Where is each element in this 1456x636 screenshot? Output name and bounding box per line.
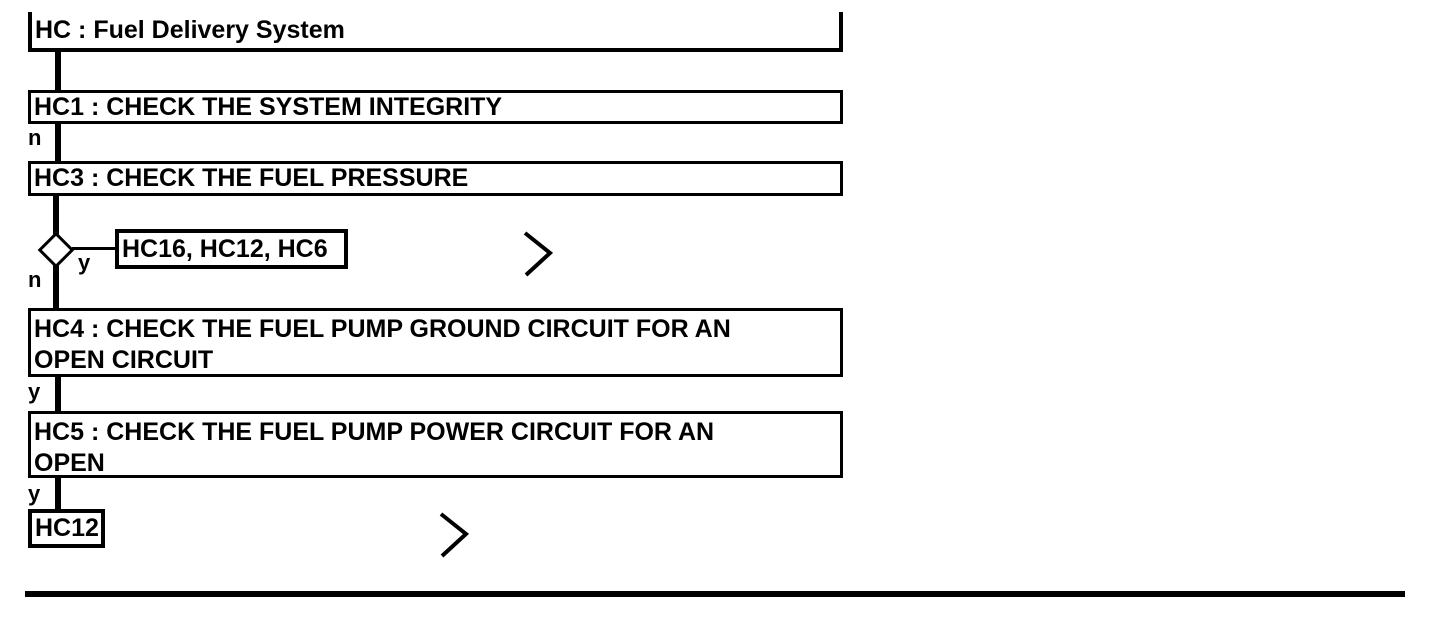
branch-label-n: n [28,125,42,150]
branch-label-n: n [28,267,42,292]
continue-chevron-icon [523,231,554,277]
connector-line [72,247,115,250]
footer-divider [25,591,1405,597]
node-hc16-hc12-hc6[interactable]: HC16, HC12, HC6 [115,229,348,269]
connector-line [55,377,61,411]
node-hc5-line2: OPEN [34,449,105,477]
connector-line [53,196,59,236]
continue-chevron-icon [439,512,470,558]
node-hc5-line1: HC5 : CHECK THE FUEL PUMP POWER CIRCUIT … [34,418,715,446]
node-hc-title[interactable]: HC : Fuel Delivery System [28,12,843,52]
node-hc3[interactable]: HC3 : CHECK THE FUEL PRESSURE [28,161,843,196]
node-hc12[interactable]: HC12 [28,509,105,548]
decision-diamond-icon [37,231,75,269]
branch-label-y: y [28,379,41,404]
branch-label-y: y [78,250,91,275]
node-hc4[interactable]: HC4 : CHECK THE FUEL PUMP GROUND CIRCUIT… [28,308,843,377]
connector-line [55,478,61,510]
node-hc1[interactable]: HC1 : CHECK THE SYSTEM INTEGRITY [28,90,843,124]
connector-line [55,124,61,161]
node-hc5[interactable]: HC5 : CHECK THE FUEL PUMP POWER CIRCUIT … [28,411,843,478]
branch-label-y: y [28,481,41,506]
connector-line [53,264,59,308]
node-hc4-line1: HC4 : CHECK THE FUEL PUMP GROUND CIRCUIT… [34,315,731,343]
node-hc4-line2: OPEN CIRCUIT [34,346,214,374]
connector-line [55,50,61,90]
